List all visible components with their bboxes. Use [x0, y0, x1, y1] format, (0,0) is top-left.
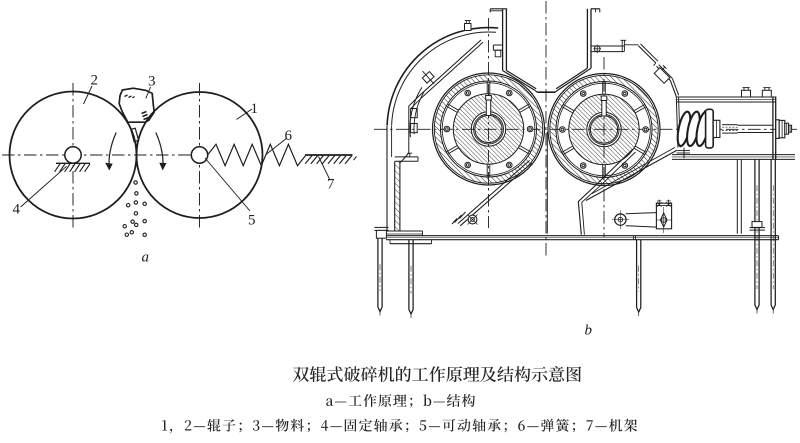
svg-text:a: a	[142, 250, 150, 266]
svg-text:b: b	[585, 323, 593, 339]
svg-text:6: 6	[285, 128, 293, 144]
svg-text:5: 5	[248, 213, 256, 229]
svg-text:3: 3	[148, 74, 156, 90]
svg-text:2: 2	[91, 73, 99, 89]
svg-text:7: 7	[327, 177, 335, 193]
svg-text:4: 4	[13, 202, 21, 218]
svg-text:1: 1	[251, 101, 259, 117]
